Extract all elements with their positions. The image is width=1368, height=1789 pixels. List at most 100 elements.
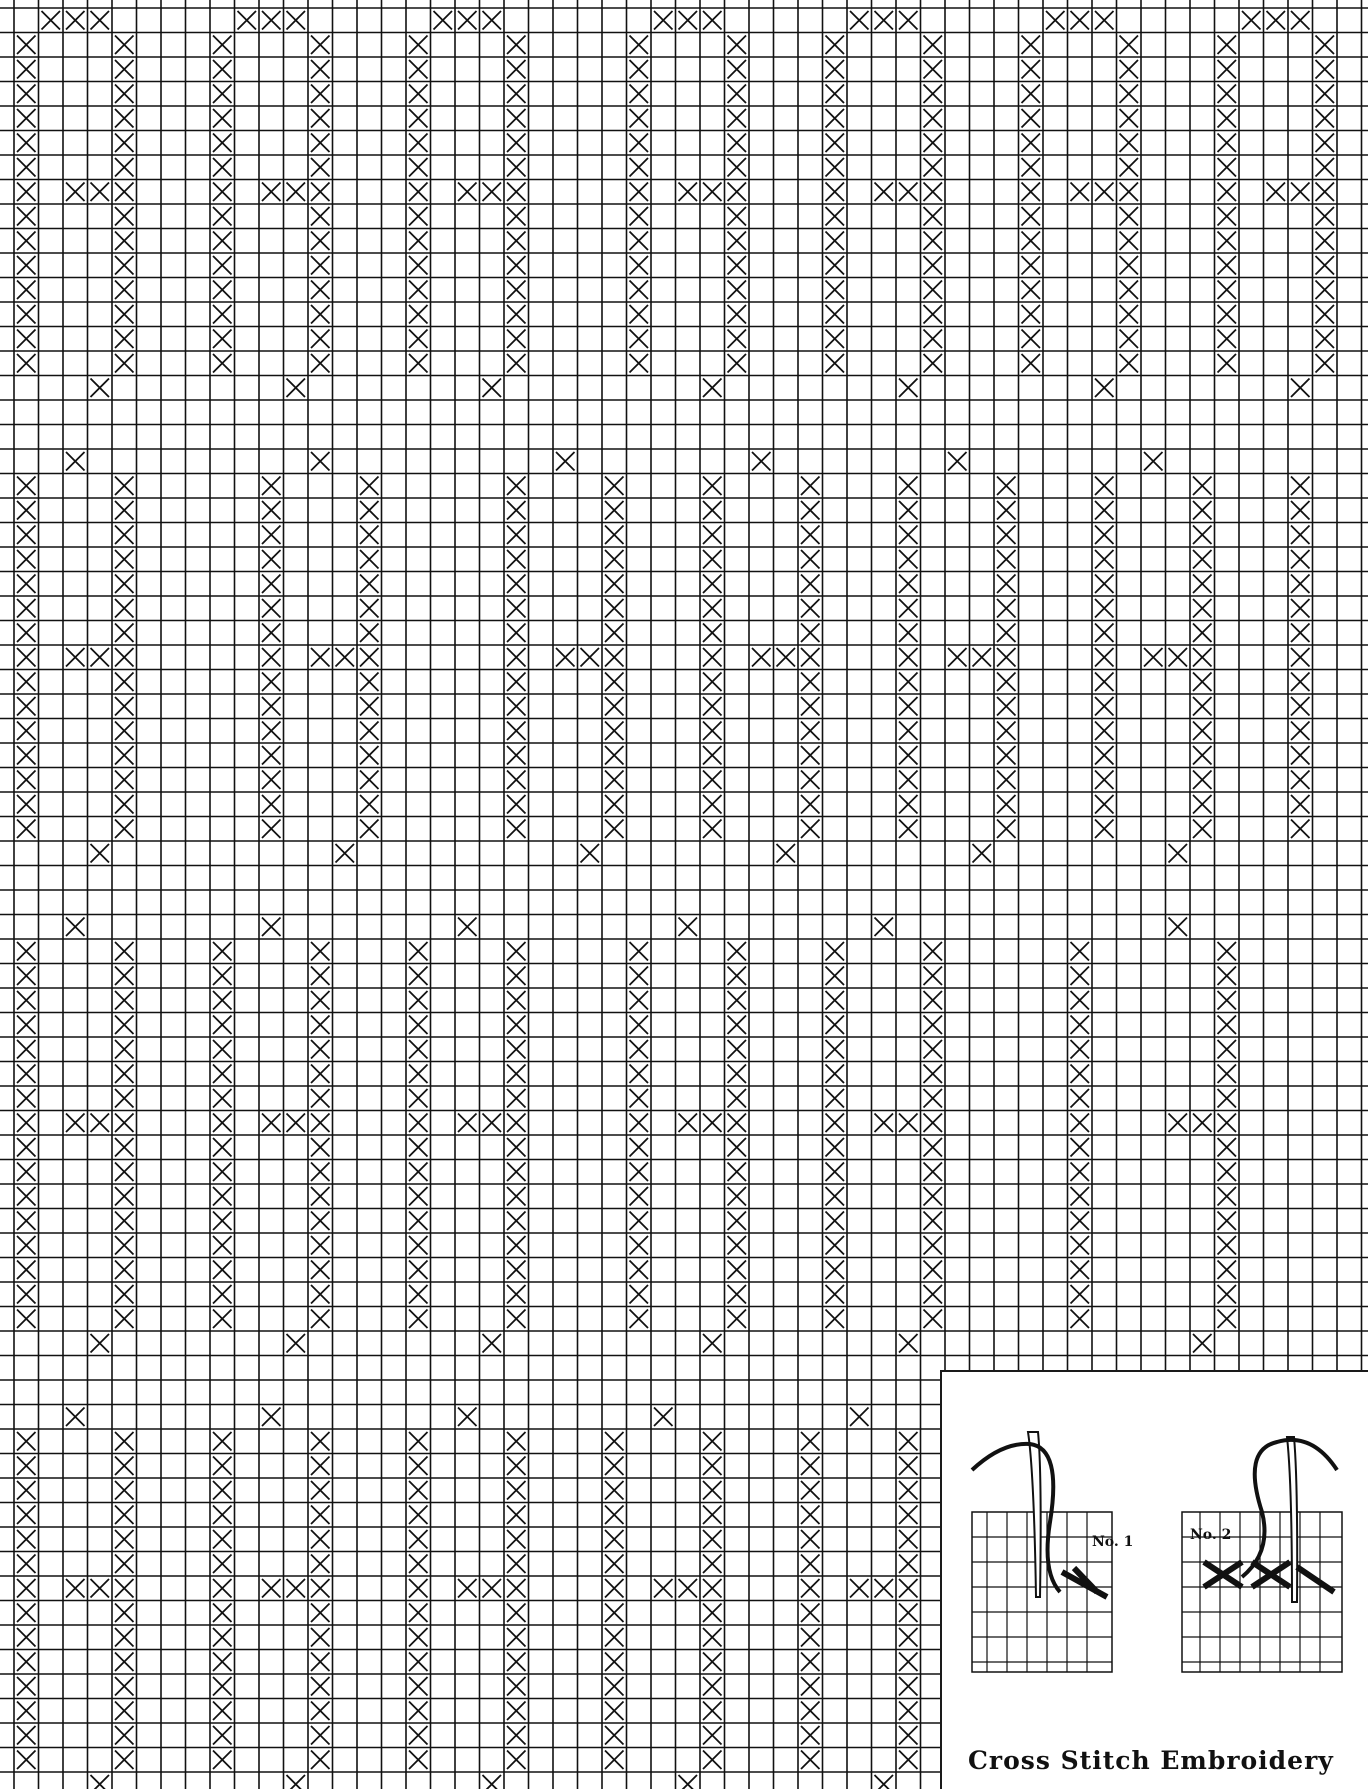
stitch-x: [899, 575, 918, 594]
stitch-x: [924, 281, 943, 300]
stitch-x: [801, 1432, 820, 1451]
stitch-x: [1193, 820, 1212, 839]
stitch-x: [311, 183, 330, 202]
stitch-x: [1071, 1212, 1090, 1231]
stitch-x: [1291, 599, 1310, 618]
stitch-x: [360, 673, 379, 692]
stitch-x: [17, 967, 36, 986]
stitch-x: [213, 1726, 232, 1745]
stitch-x: [899, 1481, 918, 1500]
stitch-x: [1046, 11, 1065, 30]
stitch-x: [1169, 844, 1188, 863]
stitch-x: [409, 1702, 428, 1721]
stitch-x: [1291, 697, 1310, 716]
stitch-x: [91, 1114, 110, 1133]
stitch-x: [17, 624, 36, 643]
stitch-instructions-panel: No. 1 No. 2 Cross Stitch Embroidery: [940, 1370, 1368, 1789]
stitch-x: [360, 599, 379, 618]
stitch-x: [507, 673, 526, 692]
stitch-x: [213, 942, 232, 961]
stitch-x: [507, 207, 526, 226]
knit-fabric-1: [972, 1512, 1112, 1672]
stitch-x: [1022, 183, 1041, 202]
stitch-x: [924, 134, 943, 153]
stitch-x: [826, 158, 845, 177]
stitch-x: [213, 1187, 232, 1206]
stitch-x: [1095, 526, 1114, 545]
stitch-x: [507, 1016, 526, 1035]
stitch-x: [605, 575, 624, 594]
stitch-x: [1193, 550, 1212, 569]
stitch-x: [1120, 85, 1139, 104]
stitch-x: [630, 1089, 649, 1108]
stitch-x: [728, 991, 747, 1010]
stitch-x: [360, 477, 379, 496]
stitch-x: [409, 354, 428, 373]
stitch-x: [483, 1579, 502, 1598]
stitch-x: [728, 256, 747, 275]
stitch-x: [924, 158, 943, 177]
stitch-x: [115, 85, 134, 104]
stitch-x: [1095, 722, 1114, 741]
stitch-x: [1193, 1114, 1212, 1133]
stitch-x: [115, 648, 134, 667]
stitch-x: [507, 183, 526, 202]
stitch-x: [1071, 991, 1090, 1010]
stitch-x: [1316, 305, 1335, 324]
stitch-x: [311, 1236, 330, 1255]
stitch-x: [115, 1579, 134, 1598]
stitch-x: [1193, 795, 1212, 814]
stitch-x: [703, 1677, 722, 1696]
stitch-x: [311, 1016, 330, 1035]
stitch-x: [1291, 746, 1310, 765]
stitch-x: [91, 11, 110, 30]
stitch-x: [605, 673, 624, 692]
stitch-x: [287, 1114, 306, 1133]
stitch-x: [630, 354, 649, 373]
stitch-x: [1120, 183, 1139, 202]
stitch-x: [899, 501, 918, 520]
stitch-x: [630, 85, 649, 104]
stitch-x: [1291, 795, 1310, 814]
stitch-x: [654, 1408, 673, 1427]
stitch-x: [458, 11, 477, 30]
stitch-x: [679, 918, 698, 937]
stitch-x: [262, 771, 281, 790]
stitch-x: [1291, 820, 1310, 839]
stitch-x: [311, 1212, 330, 1231]
stitch-x: [1218, 305, 1237, 324]
stitch-x: [311, 158, 330, 177]
stitch-x: [17, 1506, 36, 1525]
stitch-x: [507, 1138, 526, 1157]
stitch-x: [115, 1114, 134, 1133]
stitch-x: [1193, 624, 1212, 643]
stitch-x: [605, 820, 624, 839]
stitch-x: [1095, 599, 1114, 618]
stitch-x: [1218, 1212, 1237, 1231]
stitch-x: [409, 1212, 428, 1231]
stitch-x: [997, 820, 1016, 839]
stitch-x: [287, 183, 306, 202]
stitch-x: [409, 207, 428, 226]
stitch-x: [115, 1212, 134, 1231]
stitch-x: [1120, 207, 1139, 226]
stitch-x: [899, 795, 918, 814]
stitch-x: [1316, 256, 1335, 275]
stitch-x: [115, 232, 134, 251]
stitch-x: [409, 330, 428, 349]
stitch-x: [703, 526, 722, 545]
stitch-x: [703, 1555, 722, 1574]
stitch-x: [17, 1555, 36, 1574]
stitch-x: [728, 1187, 747, 1206]
stitch-x: [826, 354, 845, 373]
stitch-x: [1291, 526, 1310, 545]
stitch-x: [262, 820, 281, 839]
stitch-x: [605, 1628, 624, 1647]
stitch-x: [507, 1212, 526, 1231]
stitch-x: [605, 501, 624, 520]
stitch-x: [115, 526, 134, 545]
stitch-x: [1193, 697, 1212, 716]
stitch-x: [115, 1040, 134, 1059]
stitch-x: [483, 1334, 502, 1353]
stitch-x: [1218, 1114, 1237, 1133]
